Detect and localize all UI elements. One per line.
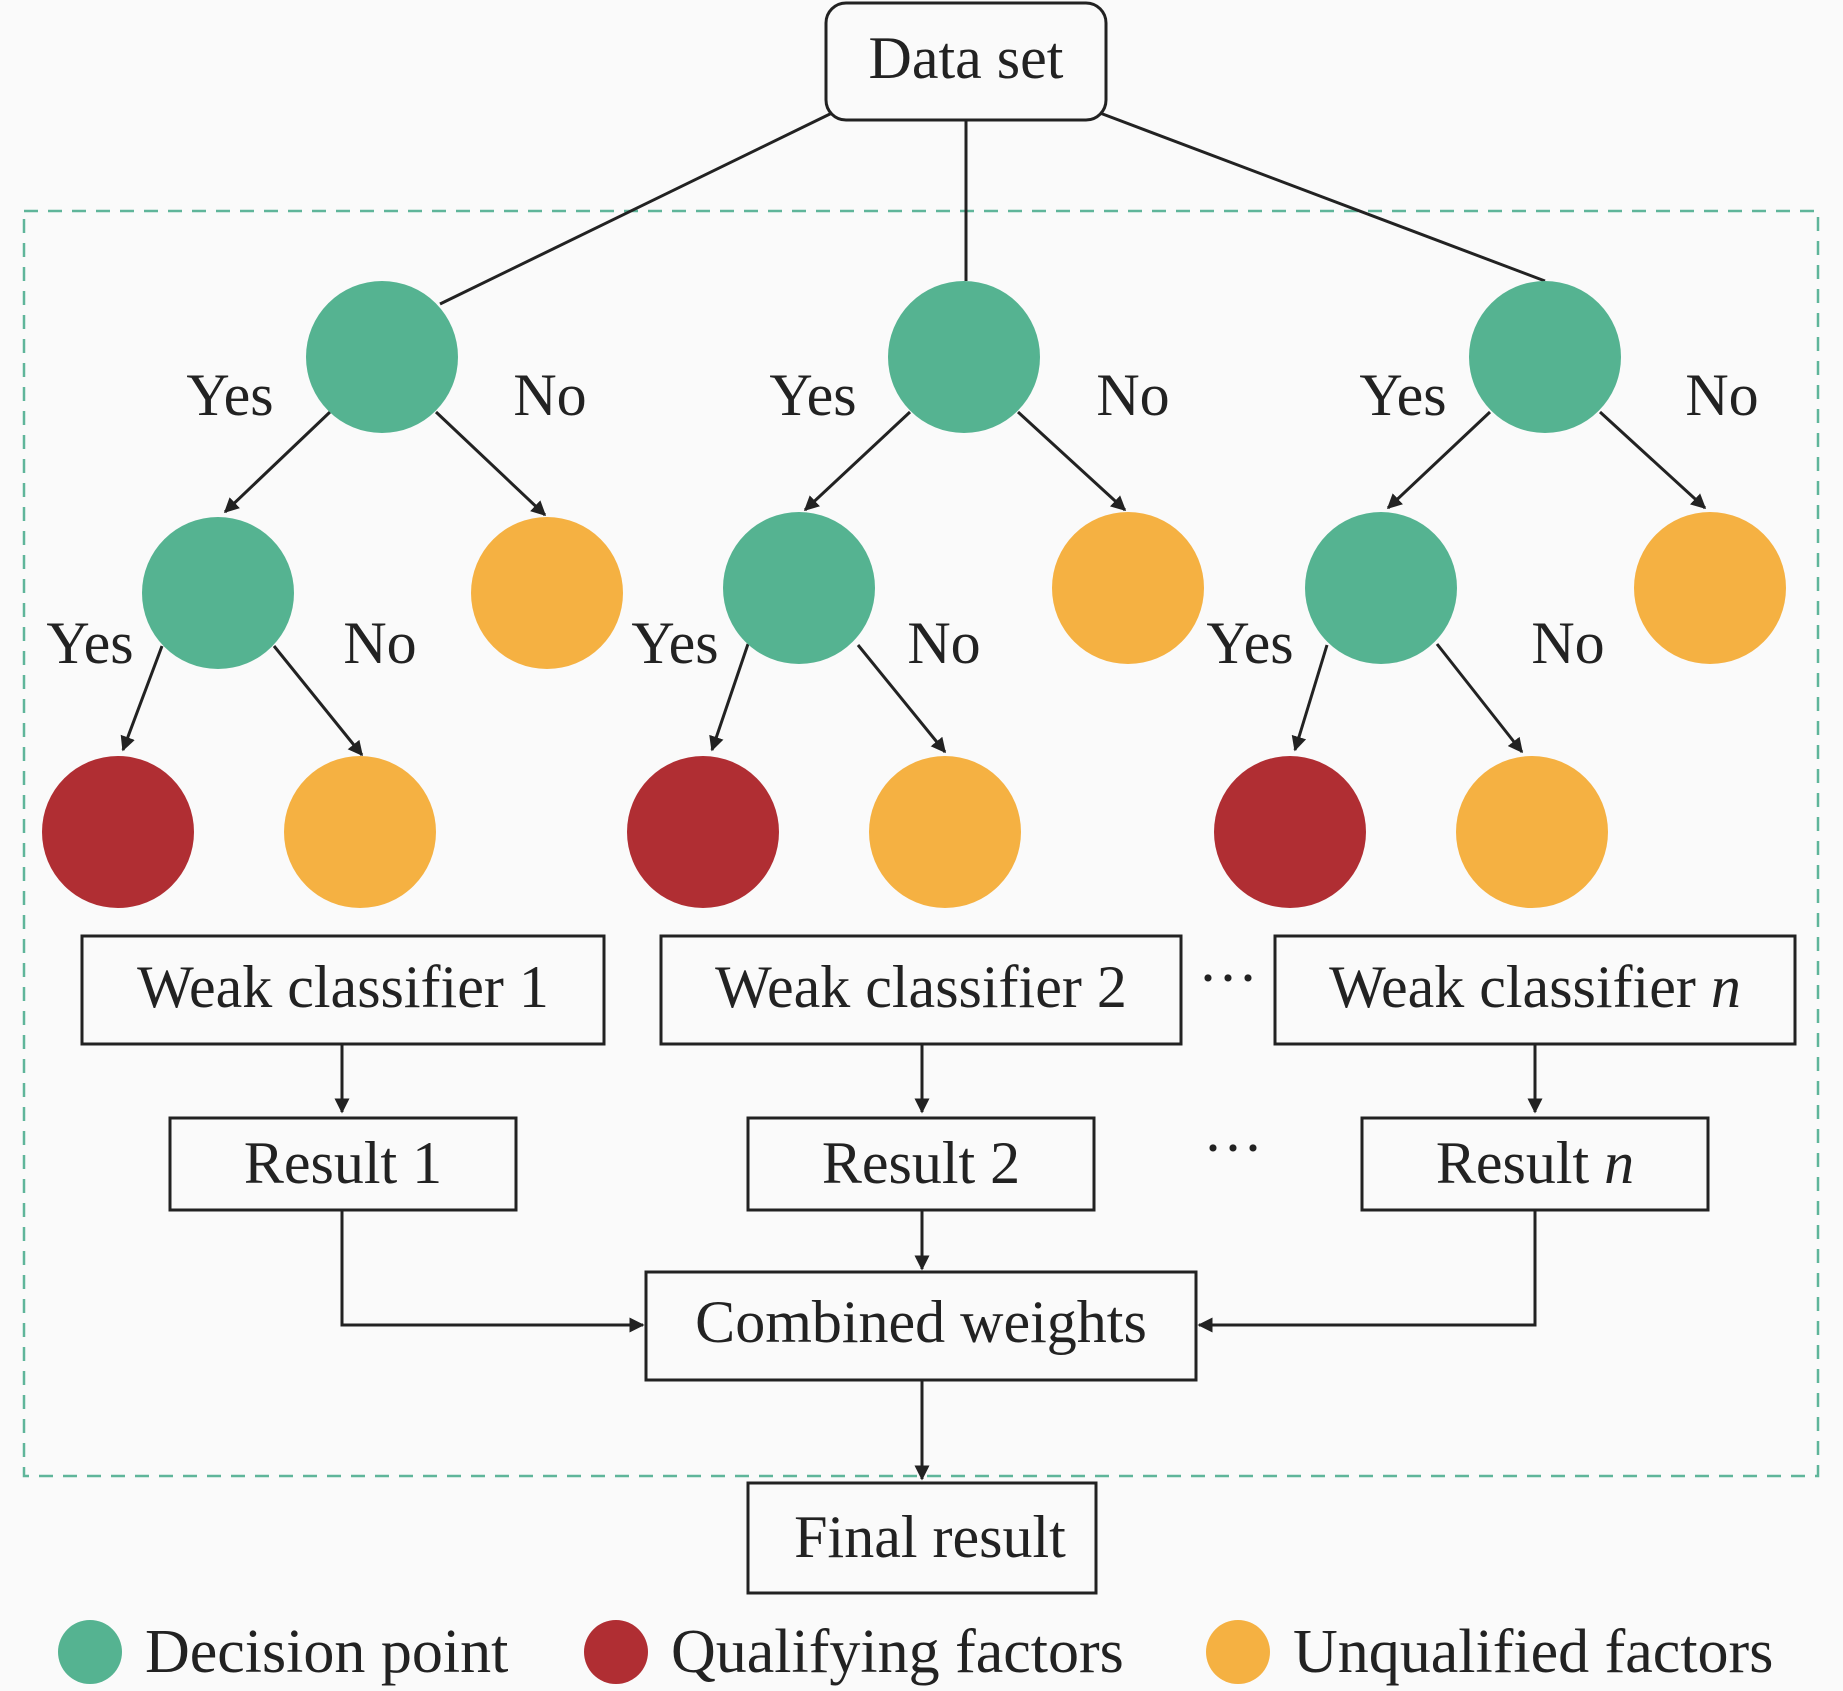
tree-edge xyxy=(803,410,912,512)
unqualified-leaf xyxy=(1052,512,1204,664)
unqualified-leaf xyxy=(1456,756,1608,908)
legend-item-qualifying-factors: Qualifying factors xyxy=(584,1618,1124,1686)
branch-label-no: No xyxy=(1096,362,1169,428)
weak-classifier-label: Weak classifier n xyxy=(1329,954,1741,1020)
qualifying-leaf xyxy=(1214,756,1366,908)
branch-label-yes: Yes xyxy=(631,610,718,676)
legend-item-unqualified-factors: Unqualified factors xyxy=(1206,1618,1773,1686)
tree-edge xyxy=(434,410,547,517)
tree-edge xyxy=(709,643,750,752)
combined-weights-node: Combined weights xyxy=(644,1270,1198,1382)
result-label: Result 1 xyxy=(244,1130,442,1196)
branch-label-no: No xyxy=(1685,362,1758,428)
legend-swatch-unqualified xyxy=(1206,1620,1270,1684)
tree-edge xyxy=(1435,643,1524,754)
weak-classifier-2: Weak classifier 2 xyxy=(659,934,1183,1046)
result-1: Result 1 xyxy=(168,1116,518,1212)
classifier-ellipsis: ··· xyxy=(1198,945,1258,1011)
weak-classifier-text: Weak classifier xyxy=(1329,954,1696,1020)
unqualified-leaf xyxy=(471,517,623,669)
result-label: Result 2 xyxy=(822,1130,1020,1196)
data-set-label: Data set xyxy=(869,25,1064,91)
result-2: Result 2 xyxy=(746,1116,1096,1212)
decision-node-root xyxy=(888,281,1040,433)
data-set-node: Data set xyxy=(824,1,1108,122)
qualifying-leaf xyxy=(42,756,194,908)
weak-classifier-label: Weak classifier 1 xyxy=(137,954,549,1020)
tree-edge xyxy=(120,645,164,752)
tree-edge xyxy=(1016,410,1127,512)
weak-classifier-index: 2 xyxy=(1097,954,1127,1020)
legend-label-decision: Decision point xyxy=(145,1618,508,1686)
legend-swatch-qualifying xyxy=(584,1620,648,1684)
decision-node-root xyxy=(306,281,458,433)
result-text: Result xyxy=(244,1130,398,1196)
tree-edge xyxy=(223,410,332,514)
legend-label-qualifying: Qualifying factors xyxy=(671,1618,1124,1686)
branch-label-yes: Yes xyxy=(769,362,856,428)
tree-edge xyxy=(1291,644,1329,752)
weak-classifier-3: Weak classifier n xyxy=(1273,934,1797,1046)
branch-label-no: No xyxy=(907,610,980,676)
unqualified-leaf xyxy=(869,756,1021,908)
weak-classifier-index: n xyxy=(1711,954,1741,1020)
qualifying-leaf xyxy=(627,756,779,908)
final-result-label: Final result xyxy=(794,1504,1066,1570)
branch-label-no: No xyxy=(343,610,416,676)
final-result-node: Final result xyxy=(746,1481,1098,1595)
legend-item-decision-point: Decision point xyxy=(58,1618,508,1686)
legend-label-unqualified: Unqualified factors xyxy=(1293,1618,1773,1686)
decision-node-child xyxy=(142,517,294,669)
branch-label-no: No xyxy=(513,362,586,428)
legend: Decision point Qualifying factors Unqual… xyxy=(58,1618,1773,1686)
branch-label-yes: Yes xyxy=(186,362,273,428)
result-ellipsis: ··· xyxy=(1203,1115,1263,1181)
result-index: n xyxy=(1604,1130,1634,1196)
weak-classifier-1: Weak classifier 1 xyxy=(80,934,606,1046)
ensemble-frame xyxy=(22,209,1820,1478)
weak-classifier-label: Weak classifier 2 xyxy=(715,954,1127,1020)
combined-weights-label: Combined weights xyxy=(695,1289,1147,1355)
tree-edge xyxy=(856,644,947,754)
result-label: Result n xyxy=(1436,1130,1634,1196)
decision-node-child xyxy=(723,512,875,664)
result-index: 1 xyxy=(412,1130,442,1196)
unqualified-leaf xyxy=(284,756,436,908)
unqualified-leaf xyxy=(1634,512,1786,664)
result-3: Result n xyxy=(1360,1116,1710,1212)
weak-classifier-index: 1 xyxy=(519,954,549,1020)
tree-edge xyxy=(272,645,364,757)
branch-label-no: No xyxy=(1531,610,1604,676)
result-text: Result xyxy=(1436,1130,1590,1196)
branch-label-yes: Yes xyxy=(46,610,133,676)
legend-swatch-decision xyxy=(58,1620,122,1684)
branch-label-yes: Yes xyxy=(1206,610,1293,676)
data-set-edges xyxy=(439,111,1546,306)
tree-edge xyxy=(1598,410,1707,510)
combine-edges xyxy=(340,1210,1537,1481)
tree-edge xyxy=(1386,410,1492,510)
weak-classifier-text: Weak classifier xyxy=(137,954,504,1020)
branch-label-yes: Yes xyxy=(1359,362,1446,428)
decision-node-root xyxy=(1469,281,1621,433)
result-text: Result xyxy=(822,1130,976,1196)
decision-node-child xyxy=(1305,512,1457,664)
result-index: 2 xyxy=(990,1130,1020,1196)
weak-classifier-text: Weak classifier xyxy=(715,954,1082,1020)
